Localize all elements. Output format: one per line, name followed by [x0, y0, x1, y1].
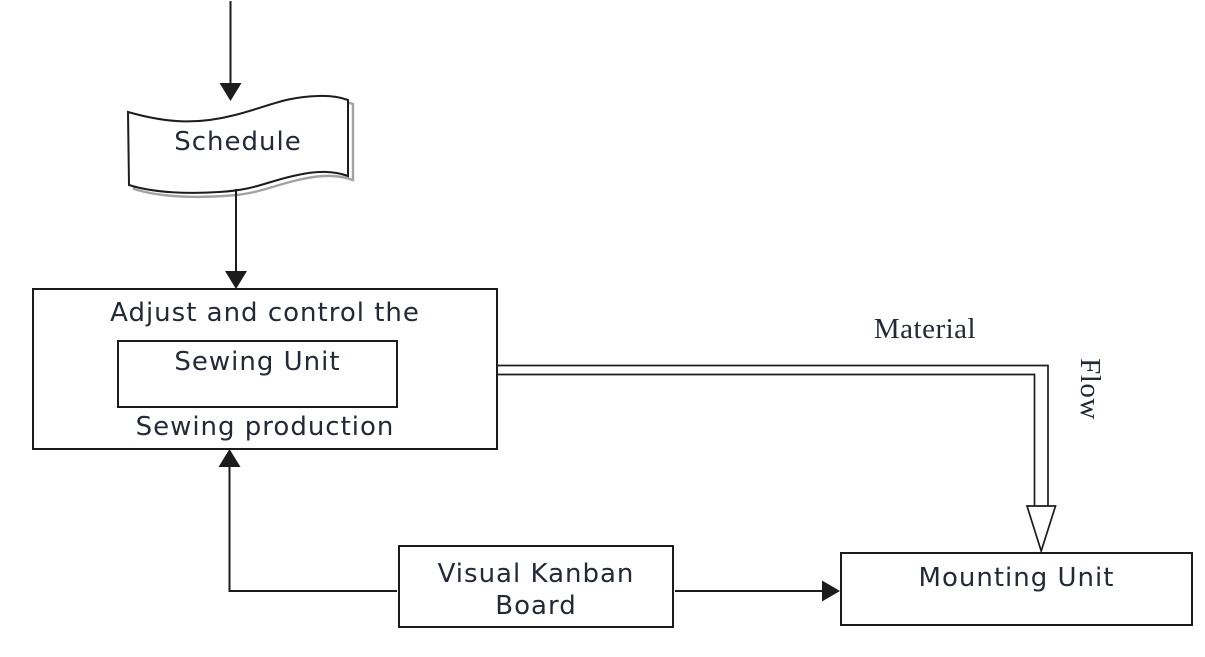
material-flow-connector — [497, 364, 1057, 554]
material-flow-label-flow: Flow — [1074, 358, 1106, 420]
arrow-kanban-to-mounting — [675, 580, 840, 602]
mounting-label: Mounting Unit — [918, 563, 1115, 593]
sewing-unit-box — [117, 340, 398, 408]
schedule-shape — [126, 94, 349, 194]
material-flow-arrowhead — [1025, 505, 1057, 554]
material-flow-label-material: Material — [873, 313, 977, 345]
process-subtitle: Sewing production — [135, 412, 395, 442]
arrow-kanban-to-process — [218, 449, 397, 592]
sewing-unit-label: Sewing Unit — [174, 347, 341, 377]
process-title: Adjust and control the — [110, 298, 420, 328]
kanban-label-line1: Visual Kanban — [437, 559, 635, 589]
kanban-box — [398, 545, 674, 628]
process-box — [32, 288, 498, 450]
arrow-schedule-to-process — [225, 189, 247, 289]
mounting-box — [840, 552, 1193, 626]
arrow-top-to-schedule — [219, 1, 242, 101]
kanban-label: Visual Kanban Board — [398, 558, 674, 622]
schedule-label: Schedule — [174, 127, 302, 157]
kanban-label-line2: Board — [495, 591, 577, 621]
